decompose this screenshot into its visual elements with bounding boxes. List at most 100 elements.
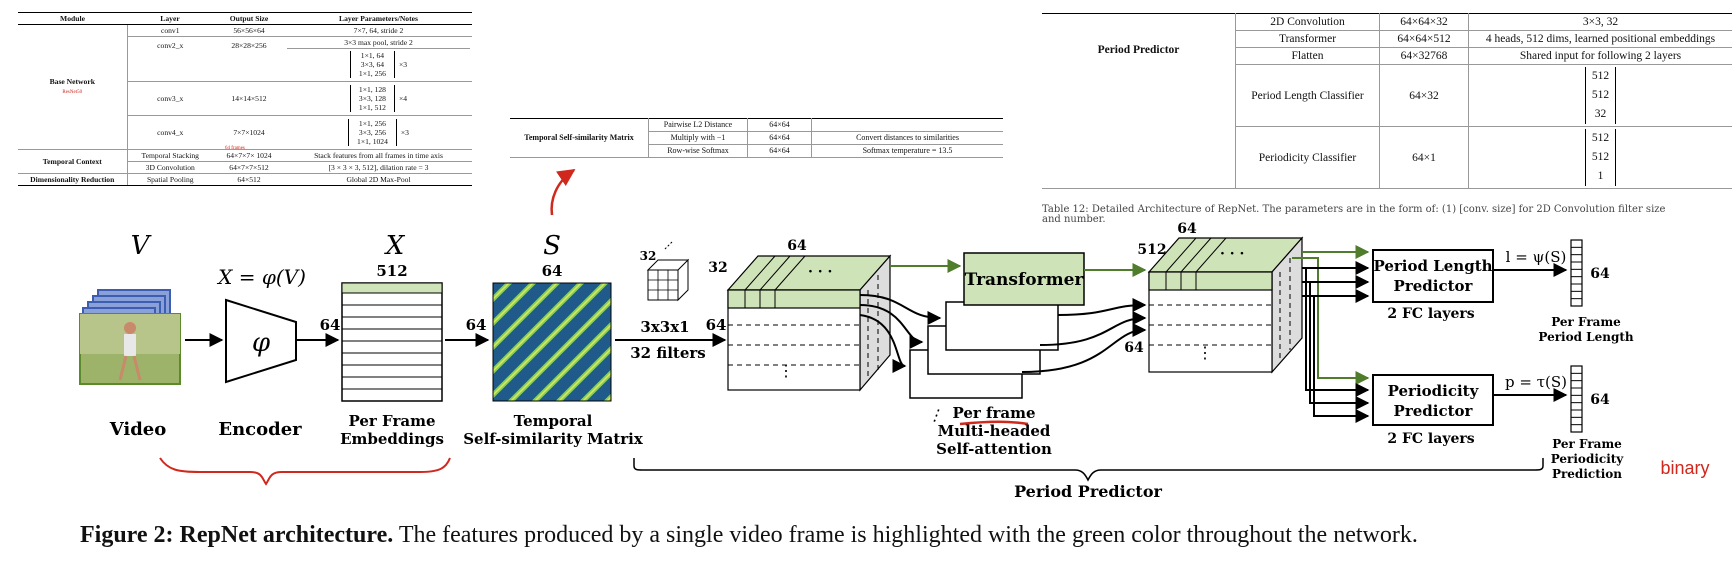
dim-label-64: 64	[320, 316, 341, 334]
cell: Temporal Stacking	[127, 149, 213, 162]
fc-layers-label: 2 FC layers	[1387, 306, 1474, 322]
cell: Shared input for following 2 layers	[1468, 47, 1732, 65]
binary-note: binary	[1660, 458, 1709, 478]
video-label: Video	[109, 419, 167, 440]
feature-cube-1: 32 64 · · · ⋮	[708, 238, 892, 392]
conv-kernel-label: 3x3x1	[640, 318, 689, 336]
module-tsm: Temporal Self-similarity Matrix	[510, 118, 649, 158]
architecture-table-base: Module Layer Output Size Layer Parameter…	[18, 12, 472, 186]
param: 512	[1591, 89, 1610, 101]
caption-title: RepNet architecture.	[179, 522, 394, 548]
plp-label-2: Predictor	[1394, 277, 1474, 295]
cell: 2D Convolution	[1235, 13, 1380, 31]
tsm-heatmap: 64	[492, 262, 612, 402]
cell: conv2_x	[127, 36, 213, 82]
cell: Convert distances to similarities	[811, 131, 1003, 145]
cell: 7×7, 64, stride 2	[285, 24, 472, 37]
output-vector-periodicity: 64	[1570, 365, 1610, 433]
period-length-predictor: Period Length Predictor 2 FC layers	[1372, 249, 1494, 322]
base-network-sublabel: ResNet50	[62, 90, 83, 95]
feature-cube-2: 512 64 64 · · · ⋮	[1124, 221, 1304, 374]
param: 32	[1594, 108, 1607, 120]
period-predictor-label: Period Predictor	[1014, 482, 1162, 501]
note-64-frames: 64 frames	[225, 146, 245, 151]
cell: 64×64	[747, 118, 812, 132]
cube-vdots: ⋮	[778, 361, 794, 380]
col-header-output: Output Size	[213, 12, 285, 25]
cell: 64×64×512	[1379, 30, 1469, 48]
period-predictor-brace	[633, 458, 1544, 482]
connector-curves-in	[859, 294, 942, 373]
eq-period-length: l = ψ(S)	[1506, 248, 1567, 266]
red-underline	[959, 420, 1029, 426]
col-header-layer: Layer	[127, 12, 213, 25]
cell: Multiply with −1	[648, 131, 748, 145]
block-conv4: 1×1, 256 3×3, 256 1×1, 1024 ×3	[285, 115, 472, 150]
cell: Spatial Pooling	[127, 173, 213, 186]
repeat: ×3	[398, 60, 408, 69]
cell: 56×56×64	[213, 24, 285, 37]
param: 3×3, 256	[358, 128, 386, 137]
param: 1×1, 512	[358, 103, 386, 112]
dim-label-512: 512	[1137, 242, 1166, 258]
param: 1×1, 256	[358, 69, 386, 78]
cell: conv3_x	[127, 81, 213, 116]
per-frame-attn-2: Multi-headed	[938, 422, 1051, 440]
matrix-periodicity: 512 512 1	[1468, 126, 1732, 189]
block-conv3: 1×1, 128 3×3, 128 1×1, 512 ×4	[285, 81, 472, 116]
dots-diagonal: ⋮	[926, 403, 948, 426]
kernel-dim-32: 32	[640, 249, 657, 263]
cut-table-caption: Table 12: Detailed Architecture of RepNe…	[1042, 204, 1666, 225]
embeddings-block: 512	[341, 262, 443, 402]
encoder-block: φ	[225, 298, 297, 384]
param: 1	[1597, 170, 1604, 182]
kernel-cube-icon: 32	[640, 241, 690, 302]
dim-label-64: 64	[1590, 392, 1610, 408]
repeat: ×4	[398, 94, 408, 103]
param: 1×1, 1024	[357, 137, 388, 146]
base-network-label: Base Network	[49, 77, 95, 86]
cell: Softmax temperature = 13.5	[811, 144, 1003, 158]
cell: 4 heads, 512 dims, learned positional em…	[1468, 30, 1732, 48]
plp-label-1: Period Length	[1373, 257, 1492, 275]
output-vector-period-length: 64	[1570, 239, 1610, 307]
cube-vdots: ⋮	[1197, 343, 1213, 362]
cell: 64×32768	[1379, 47, 1469, 65]
cell: 64×1	[1379, 126, 1469, 189]
connector-curves-out	[1021, 298, 1147, 373]
out-p-label-2: Periodicity	[1551, 452, 1625, 466]
param: 1×1, 64	[360, 51, 385, 60]
out-p-label-1: Per Frame	[1552, 437, 1622, 451]
cell: Transformer	[1235, 30, 1380, 48]
param: 1×1, 128	[358, 85, 386, 94]
dim-label-512: 512	[376, 262, 407, 280]
embeddings-label-2: Embeddings	[340, 430, 444, 448]
col-header-params: Layer Parameters/Notes	[285, 12, 472, 25]
dim-label-64: 64	[542, 262, 563, 280]
param: 3×3, 128	[358, 94, 386, 103]
dim-label-32: 32	[708, 260, 727, 276]
embeddings-label-1: Per Frame	[349, 412, 436, 430]
red-arrow	[550, 168, 576, 216]
cell: Stack features from all frames in time a…	[285, 149, 472, 162]
cell: Row-wise Softmax	[648, 144, 748, 158]
pp-label-2: Predictor	[1394, 402, 1474, 420]
out-pl-label-2: Period Length	[1538, 330, 1634, 344]
param: 3×3, 64	[360, 60, 385, 69]
out-p-label-3: Prediction	[1552, 467, 1622, 481]
cell: 64×64	[747, 131, 812, 145]
cell	[811, 118, 1003, 132]
cell: 14×14×512	[213, 81, 285, 116]
dim-label-64: 64	[1590, 266, 1610, 282]
branch-arrows	[1292, 245, 1370, 423]
cell: 7×7×1024	[213, 115, 285, 150]
dim-label-64: 64	[787, 238, 807, 254]
cube-dots: · · ·	[808, 264, 832, 280]
symbol-x: X	[384, 231, 406, 261]
cell: 64×64	[747, 144, 812, 158]
cell: 28×28×256	[213, 36, 285, 82]
caption-text: The features produced by a single video …	[393, 522, 1418, 548]
dim-label-64: 64	[466, 316, 487, 334]
tsm-label-1: Temporal	[514, 412, 593, 430]
cell: Flatten	[1235, 47, 1380, 65]
